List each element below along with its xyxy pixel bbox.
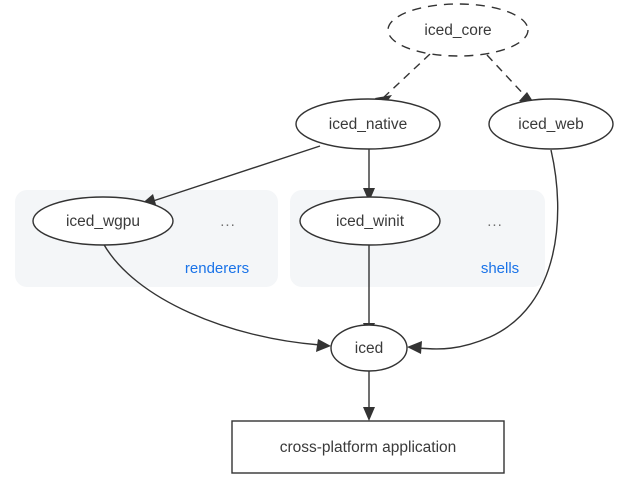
node-iced-wgpu-shape[interactable] (32, 196, 174, 246)
node-iced-wgpu-label: iced_wgpu (66, 213, 140, 230)
edge-iced-native-to-iced-wgpu-line (149, 145, 321, 203)
node-iced-web-shape[interactable] (488, 98, 614, 150)
cluster-renderers-ellipsis: ... (220, 213, 236, 230)
node-iced-web[interactable]: iced_web (488, 98, 614, 150)
edge-iced-to-application (363, 371, 375, 421)
cluster-renderers-label: renderers (185, 260, 249, 277)
node-iced-winit-label: iced_winit (336, 213, 405, 230)
edge-iced-wgpu-to-iced-line (102, 242, 321, 346)
node-cross-platform-application-shape[interactable] (231, 420, 505, 474)
edge-iced-core-to-iced-web-line (486, 54, 529, 100)
edge-iced-web-to-iced (407, 149, 559, 354)
node-iced-wgpu[interactable]: iced_wgpu (32, 196, 174, 246)
edge-iced-wgpu-to-iced (102, 242, 331, 352)
cluster-shells-ellipsis: ... (487, 213, 503, 230)
node-cross-platform-application-label: cross-platform application (280, 439, 457, 456)
node-iced[interactable]: iced (330, 324, 408, 372)
edge-iced-web-to-iced-line (417, 149, 559, 350)
cluster-shells-label: shells (481, 260, 519, 277)
edge-iced-core-to-iced-native-line (381, 53, 431, 100)
node-iced-shape[interactable] (330, 324, 408, 372)
edge-iced-web-to-iced-arrowhead (407, 341, 422, 354)
edge-iced-native-to-iced-winit (363, 149, 375, 202)
node-iced-native-label: iced_native (329, 116, 407, 133)
node-iced-web-label: iced_web (518, 116, 584, 133)
node-iced-winit-shape[interactable] (299, 196, 441, 246)
edge-iced-wgpu-to-iced-arrowhead (316, 339, 331, 352)
node-iced-core-shape[interactable] (387, 3, 529, 57)
node-iced-label: iced (355, 340, 383, 357)
node-iced-core[interactable]: iced_core (387, 3, 529, 57)
node-cross-platform-application[interactable]: cross-platform application (231, 420, 505, 474)
node-iced-native[interactable]: iced_native (295, 98, 441, 150)
node-iced-core-label: iced_core (424, 22, 491, 39)
edge-iced-to-application-arrowhead (363, 407, 375, 421)
node-iced-winit[interactable]: iced_winit (299, 196, 441, 246)
edge-iced-native-to-iced-winit-arrowhead (363, 188, 375, 202)
node-iced-native-shape[interactable] (295, 98, 441, 150)
edge-iced-core-to-iced-web (486, 54, 536, 106)
